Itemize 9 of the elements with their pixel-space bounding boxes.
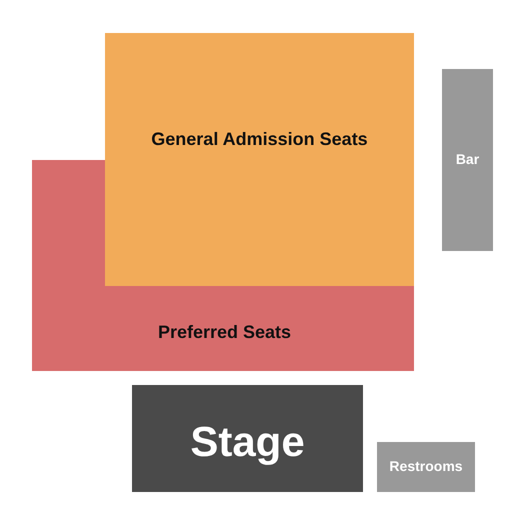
section-label: Restrooms: [388, 458, 464, 476]
bar-area: [442, 69, 493, 251]
stage-area: [132, 385, 363, 492]
section-label: Stage: [189, 417, 306, 467]
section-label: General Admission Seats: [150, 128, 369, 150]
seating-section: [105, 33, 414, 286]
restrooms-area: [377, 442, 475, 492]
section-label: Bar: [454, 151, 480, 168]
section-label: Preferred Seats: [156, 321, 292, 344]
